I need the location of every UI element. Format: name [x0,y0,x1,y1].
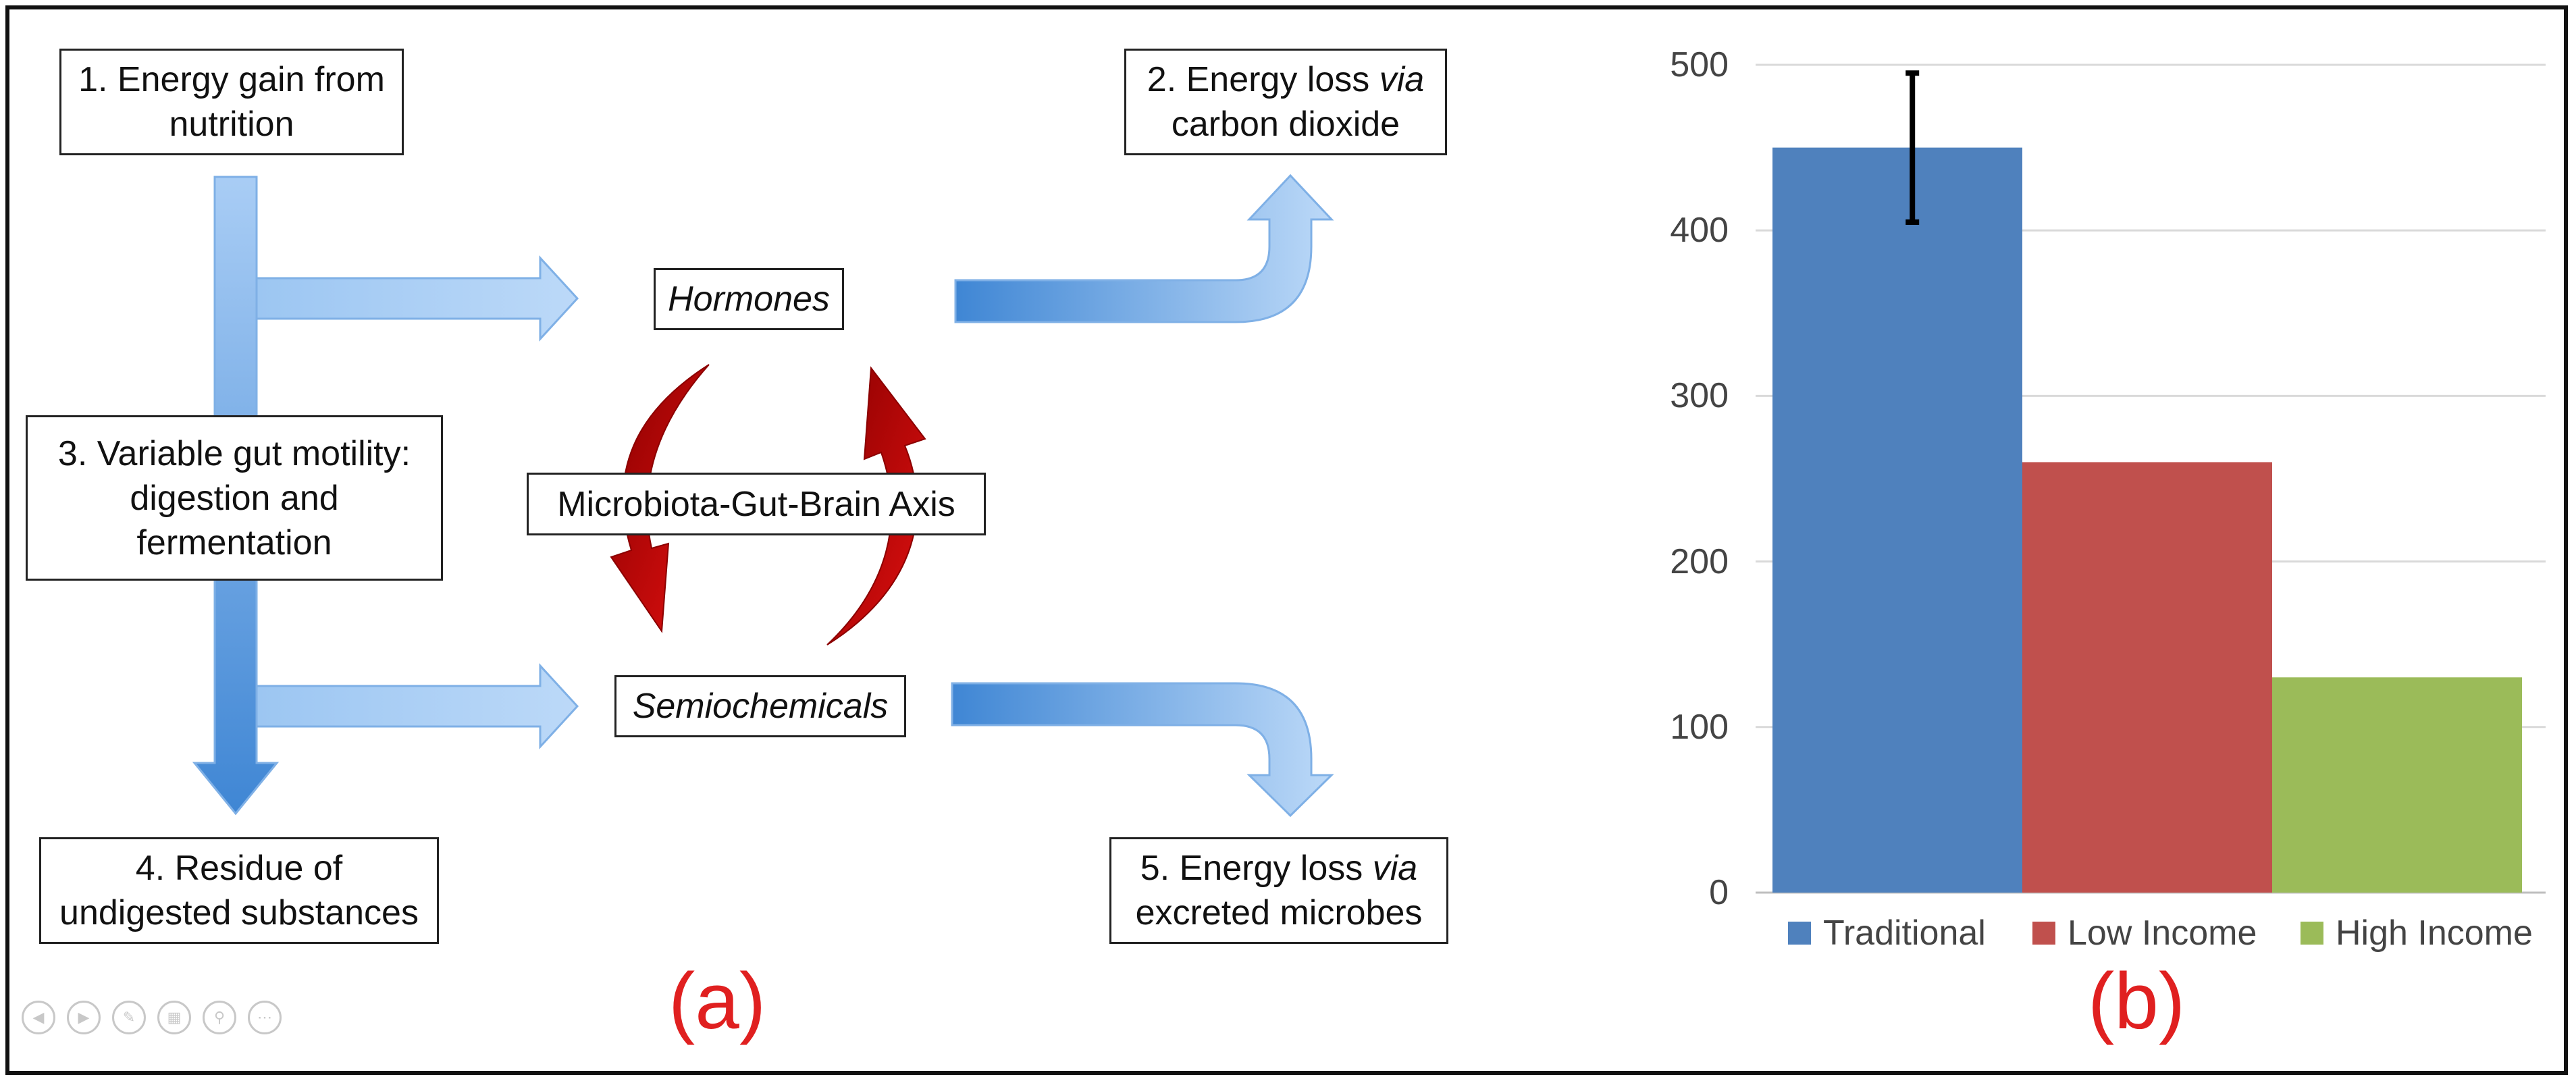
box-gut-motility-line1: 3. Variable gut motility: [57,433,411,473]
hormones-label: Hormones [654,268,844,330]
y-tick-label: 300 [1670,376,1729,416]
bar-low-income [2022,462,2272,893]
legend-label: Traditional [1823,914,1986,953]
legend-swatch [1788,922,1811,945]
box-energy-loss-microbes-line1: 5. Energy loss via [1140,846,1417,891]
y-tick-label: 400 [1670,211,1729,250]
legend-swatch [2032,922,2055,945]
box-energy-gain: 1. Energy gain from nutrition [59,49,404,155]
pen-icon[interactable]: ✎ [112,1001,146,1034]
axis-label: Microbiota-Gut-Brain Axis [527,473,986,535]
box-energy-loss-co2: 2. Energy loss via carbon dioxide [1124,49,1447,155]
panel-a-label: (a) [668,957,766,1046]
cycle-arrow-right [826,366,926,645]
box-gut-motility: 3. Variable gut motility: digestion and … [26,415,443,581]
legend-item: Low Income [2032,913,2257,953]
cycle-arrow-left [610,364,710,633]
slides-icon[interactable]: ▦ [157,1001,191,1034]
semiochemicals-text: Semiochemicals [632,687,889,726]
more-icon[interactable]: ⋯ [248,1001,282,1034]
box-energy-loss-microbes: 5. Energy loss via excreted microbes [1109,837,1448,944]
box-energy-loss-microbes-via: via [1372,849,1418,888]
box-energy-gain-line1: 1. Energy gain from [78,60,385,99]
box-residue-line1: 4. Residue of [135,849,343,888]
bar-traditional [1772,147,2022,893]
semiochemicals-label: Semiochemicals [614,675,906,737]
panel-b-label: (b) [2088,957,2186,1046]
box-energy-loss-co2-line2: carbon dioxide [1171,105,1400,144]
y-tick-label: 100 [1670,707,1729,747]
box-energy-loss-microbes-prefix: 5. Energy loss [1140,849,1373,888]
box-energy-loss-co2-line1: 2. Energy loss via [1147,57,1424,102]
box-energy-loss-co2-prefix: 2. Energy loss [1147,60,1379,99]
box-energy-loss-microbes-line2: excreted microbes [1135,893,1423,932]
next-icon[interactable]: ▶ [67,1001,101,1034]
y-tick-label: 500 [1670,45,1729,84]
box-energy-gain-line2: nutrition [169,105,294,144]
axis-text: Microbiota-Gut-Brain Axis [557,484,955,524]
legend-swatch [2301,922,2323,945]
bent-arrow-down [951,682,1334,818]
legend-item: Traditional [1788,913,1986,953]
branch-arrow-hormones [255,255,579,342]
y-tick-label: 200 [1670,542,1729,581]
box-energy-loss-co2-via: via [1379,60,1425,99]
box-gut-motility-line3: fermentation [136,523,332,562]
legend-item: High Income [2301,913,2533,953]
bar-high-income [2272,677,2522,893]
legend-label: High Income [2336,914,2533,953]
legend-label: Low Income [2068,914,2257,953]
zoom-icon[interactable]: ⚲ [203,1001,236,1034]
box-gut-motility-line2: digestion and [130,478,339,518]
box-residue-line2: undigested substances [59,893,419,932]
prev-icon[interactable]: ◀ [22,1001,55,1034]
bent-arrow-up [954,174,1334,323]
box-residue: 4. Residue of undigested substances [39,837,439,944]
hormones-text: Hormones [668,280,830,319]
branch-arrow-semiochemicals [255,663,579,749]
y-tick-label: 0 [1709,873,1729,912]
